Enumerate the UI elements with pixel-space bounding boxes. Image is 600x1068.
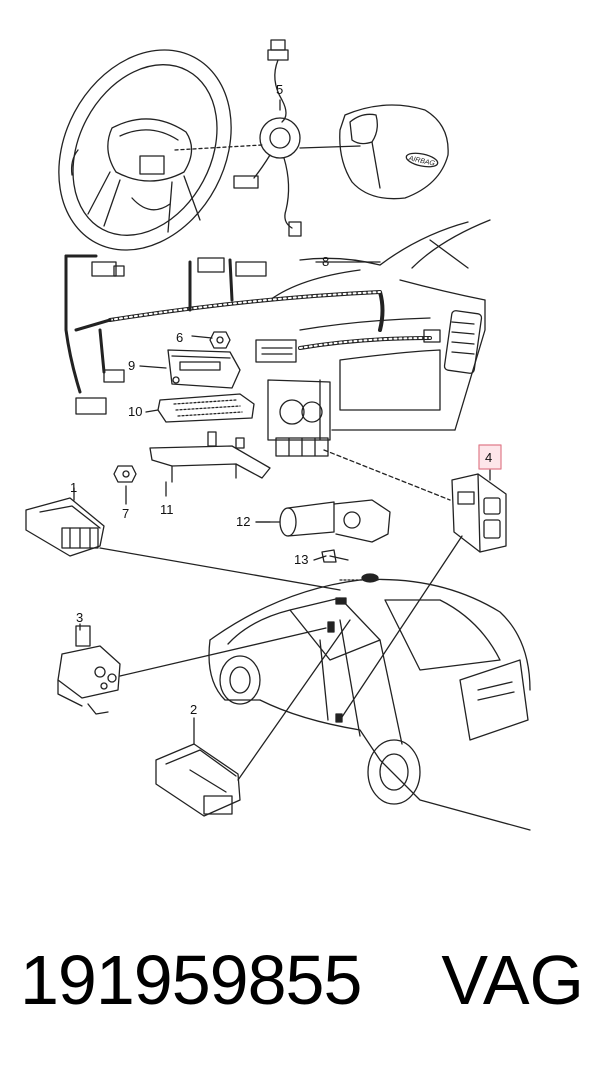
callout-2: 2 xyxy=(190,702,197,717)
part-number: 191959855 xyxy=(20,941,362,1019)
callout-11: 11 xyxy=(160,502,174,517)
nut-7 xyxy=(113,465,137,483)
parts-diagram: AIRBAG xyxy=(25,39,531,831)
airbag-control-unit-9 xyxy=(167,349,241,389)
brand-name: VAG xyxy=(441,941,584,1019)
callout-leaders xyxy=(73,99,491,745)
nut-6 xyxy=(209,331,231,349)
switch-4 xyxy=(339,473,507,721)
screw-13 xyxy=(321,549,349,563)
callout-6: 6 xyxy=(176,330,183,345)
clock-spring-5 xyxy=(174,39,361,237)
callout-9: 9 xyxy=(128,358,135,373)
callout-10: 10 xyxy=(128,404,142,419)
wiring-harness-8 xyxy=(64,254,441,415)
callout-5: 5 xyxy=(276,82,283,97)
callout-labels: 1 2 3 4 5 6 7 8 9 10 11 12 13 xyxy=(70,82,492,717)
callout-1: 1 xyxy=(70,480,77,495)
callout-7: 7 xyxy=(122,506,129,521)
crash-sensor-1 xyxy=(25,497,341,591)
callout-4: 4 xyxy=(485,450,492,465)
dashboard xyxy=(267,219,491,501)
callout-12: 12 xyxy=(236,514,250,529)
connector-3 xyxy=(57,625,327,715)
motor-12 xyxy=(255,499,391,543)
callout-13: 13 xyxy=(294,552,308,567)
bracket-plate-10 xyxy=(157,393,255,423)
car-body xyxy=(208,573,531,831)
footer: 191959855 VAG xyxy=(0,940,600,1030)
callout-3: 3 xyxy=(76,610,83,625)
exploded-view-drawing: AIRBAG xyxy=(25,39,531,831)
airbag-module: AIRBAG xyxy=(339,104,449,200)
callout-8: 8 xyxy=(322,254,329,269)
callout-4-highlight xyxy=(478,444,502,470)
mounting-bracket-11 xyxy=(149,431,271,483)
steering-wheel xyxy=(58,49,232,251)
